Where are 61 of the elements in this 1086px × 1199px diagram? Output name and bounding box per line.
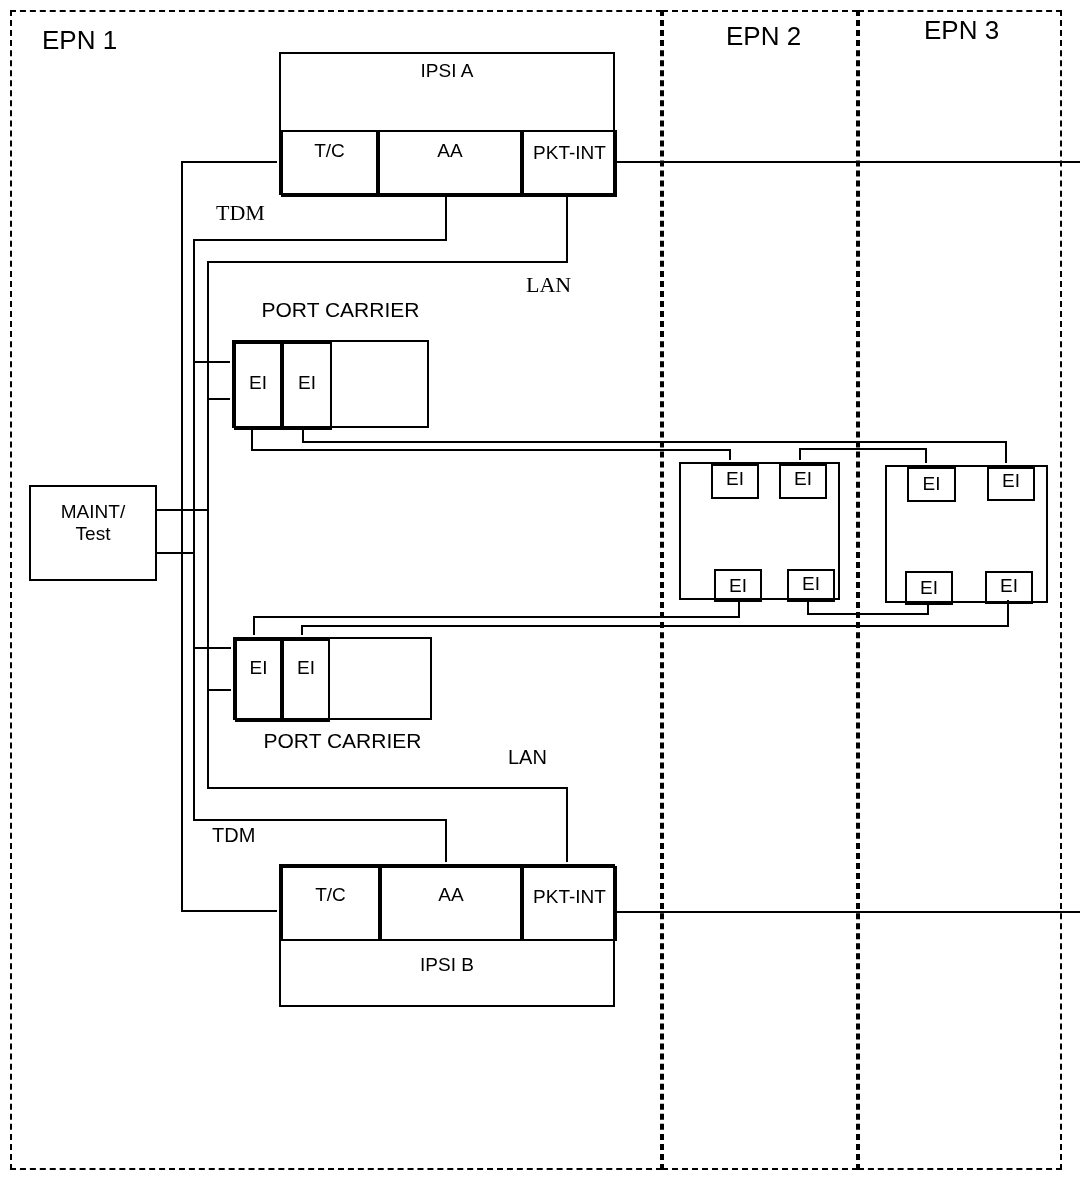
bus-label: LAN: [508, 746, 547, 769]
box-label: EI: [802, 573, 820, 595]
slot-box: [522, 866, 617, 941]
unit-box: [279, 864, 615, 1007]
connector-line: [193, 647, 447, 863]
zone-region: [858, 10, 1062, 1170]
box-label: T/C: [315, 884, 346, 906]
connector-line: [207, 689, 568, 863]
carrier-label: PORT CARRIER: [262, 729, 423, 753]
carrier-box: [885, 465, 1048, 603]
box-label: IPSI B: [420, 954, 474, 976]
carrier-box: [679, 462, 840, 600]
box-label: AA: [437, 140, 463, 162]
maint-box: [29, 485, 157, 581]
slot-box: [907, 467, 956, 502]
slot-box: [787, 569, 835, 602]
unit-box: [279, 52, 615, 195]
zone-label: EPN 1: [42, 26, 118, 56]
box-label: EI: [249, 657, 268, 679]
zone-region: [10, 10, 662, 1170]
slot-box: [234, 342, 282, 430]
zone-region: [662, 10, 858, 1170]
box-label: EI: [726, 468, 744, 490]
slot-box: [905, 571, 953, 605]
slot-box: [282, 639, 330, 722]
slot-box: [235, 639, 282, 722]
box-label: EI: [794, 468, 812, 490]
slot-box: [711, 464, 759, 499]
box-label: MAINT/ Test: [59, 501, 127, 545]
connector-line: [799, 448, 927, 464]
slot-box: [985, 571, 1033, 604]
box-label: EI: [297, 657, 315, 679]
slot-box: [282, 342, 332, 430]
slot-box: [281, 130, 378, 197]
slot-box: [522, 130, 617, 197]
slot-box: [380, 866, 522, 941]
bus-label: LAN: [526, 272, 572, 298]
box-label: PKT-INT: [533, 142, 606, 164]
carrier-label: PORT CARRIER: [260, 298, 421, 322]
box-label: EI: [1002, 470, 1020, 492]
slot-box: [987, 467, 1035, 501]
box-label: IPSI A: [420, 60, 474, 82]
slot-box: [714, 569, 762, 602]
bus-label: TDM: [216, 200, 265, 226]
box-label: EI: [298, 372, 316, 394]
box-label: EI: [729, 575, 747, 597]
slot-box: [281, 866, 380, 941]
box-label: EI: [922, 473, 941, 495]
slot-box: [779, 464, 827, 499]
connector-line: [181, 161, 278, 912]
box-label: EI: [1000, 575, 1018, 597]
zone-label: EPN 2: [726, 22, 802, 52]
connector-line: [301, 599, 1009, 636]
box-label: T/C: [314, 140, 345, 162]
box-label: AA: [438, 884, 464, 906]
box-label: EI: [249, 372, 267, 394]
zone-label: EPN 3: [924, 16, 1000, 46]
box-label: PKT-INT: [533, 886, 606, 908]
slot-box: [378, 130, 522, 197]
bus-label: TDM: [212, 824, 256, 847]
box-label: EI: [920, 577, 938, 599]
